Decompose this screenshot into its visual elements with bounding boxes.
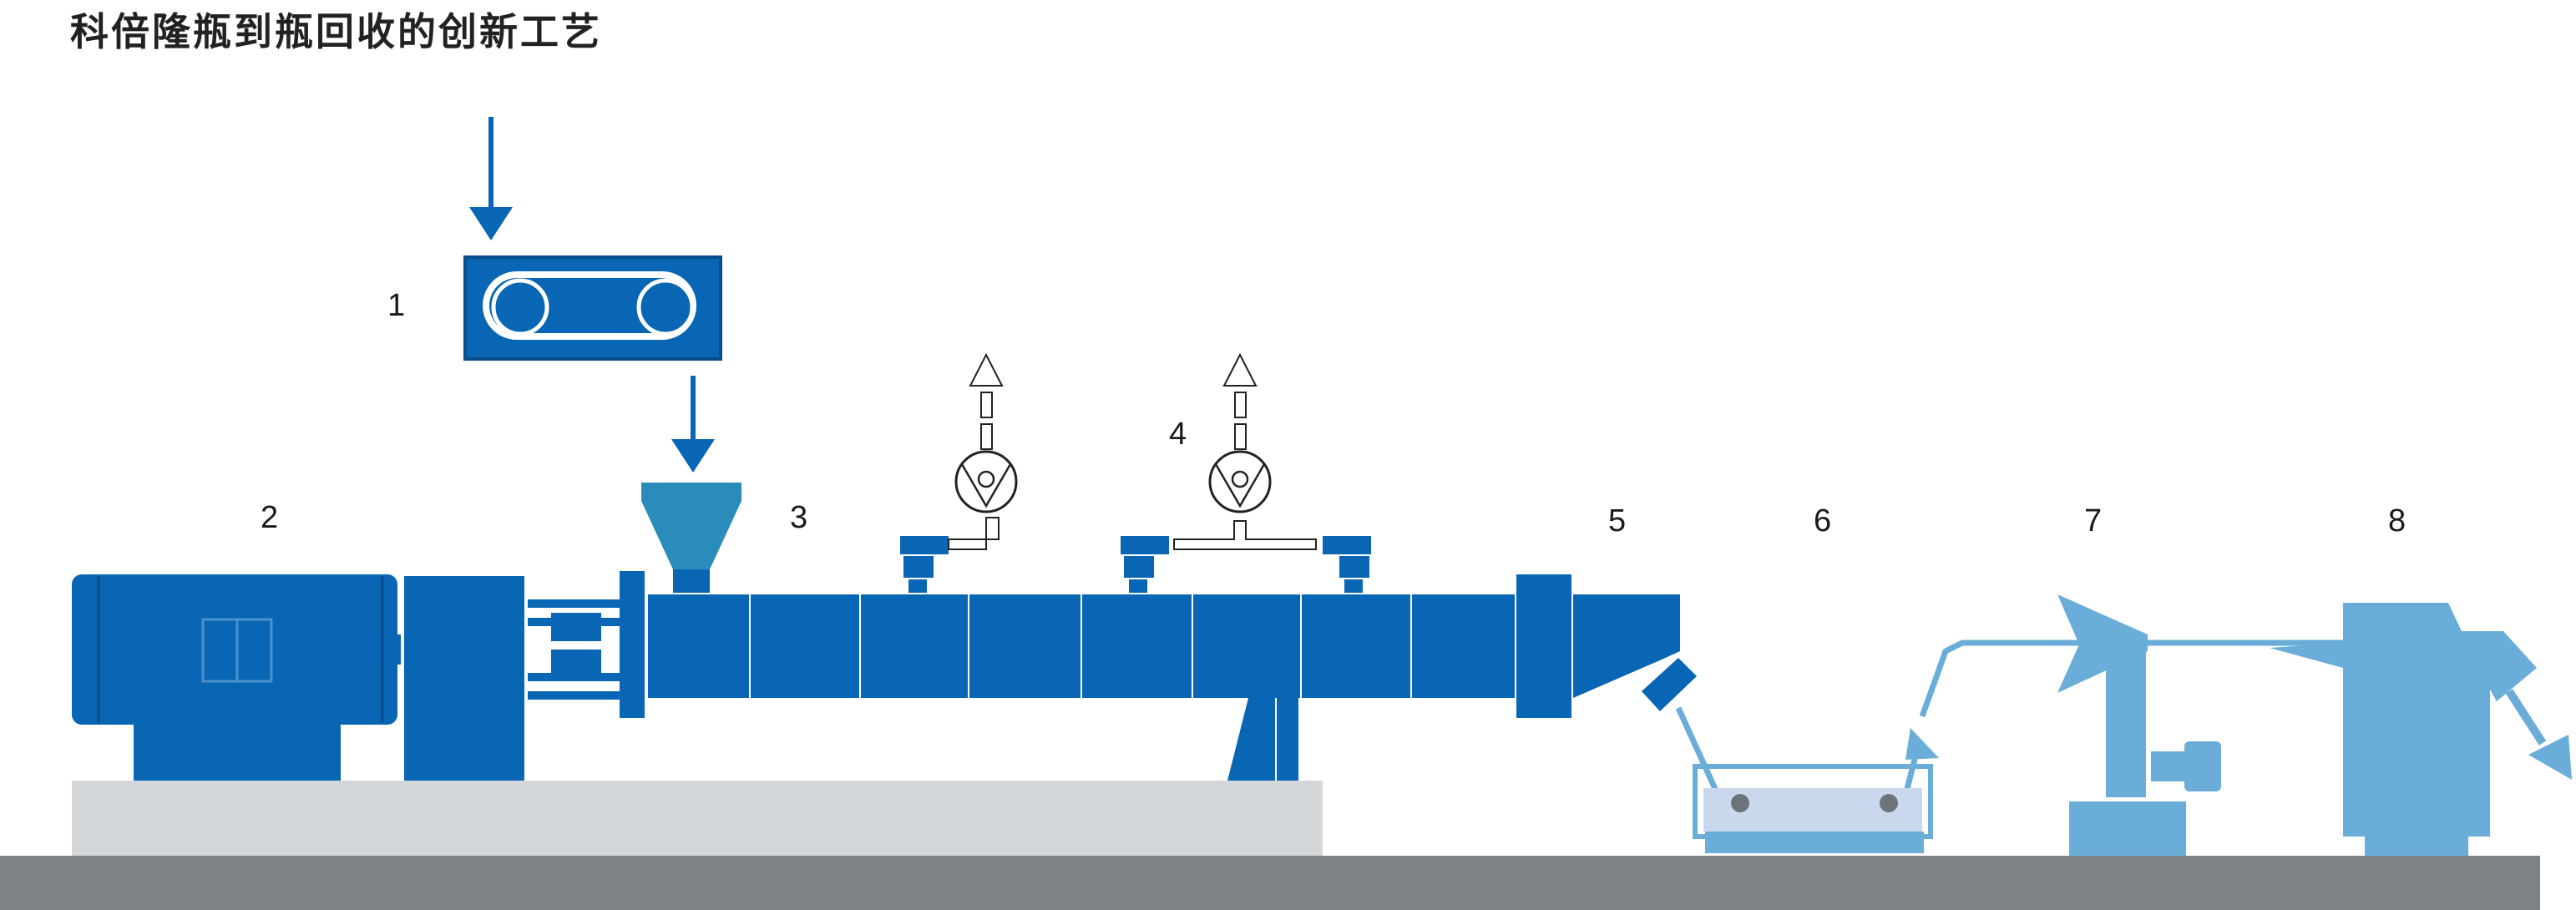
machine-base-plate [72,781,1323,856]
pelletizer [2057,594,2221,856]
stage-label-1: 1 [387,288,405,323]
diagram-title: 科倍隆瓶到瓶回收的创新工艺 [70,9,602,54]
feed-hopper [641,483,741,593]
feeder-unit [463,117,722,473]
stage-label-3: 3 [790,500,807,535]
stage-label-8: 8 [2388,503,2406,538]
extruder-barrel [648,594,1515,781]
dryer-unit [2270,603,2572,856]
stage-label-2: 2 [261,500,278,535]
die-head [1516,574,1697,718]
water-bath [1693,764,1933,853]
stage-label-4: 4 [1169,417,1187,452]
drive-motor [72,574,401,781]
vacuum-vent-1 [900,352,1018,593]
stage-label-5: 5 [1608,503,1626,538]
vacuum-vent-2 [1121,352,1371,593]
stage-label-7: 7 [2084,503,2102,538]
strand-arrow [1905,728,1939,760]
strand-path-upper [1919,640,2363,718]
gearbox [404,571,645,781]
stage-label-6: 6 [1814,503,1831,538]
floor [0,856,2540,910]
